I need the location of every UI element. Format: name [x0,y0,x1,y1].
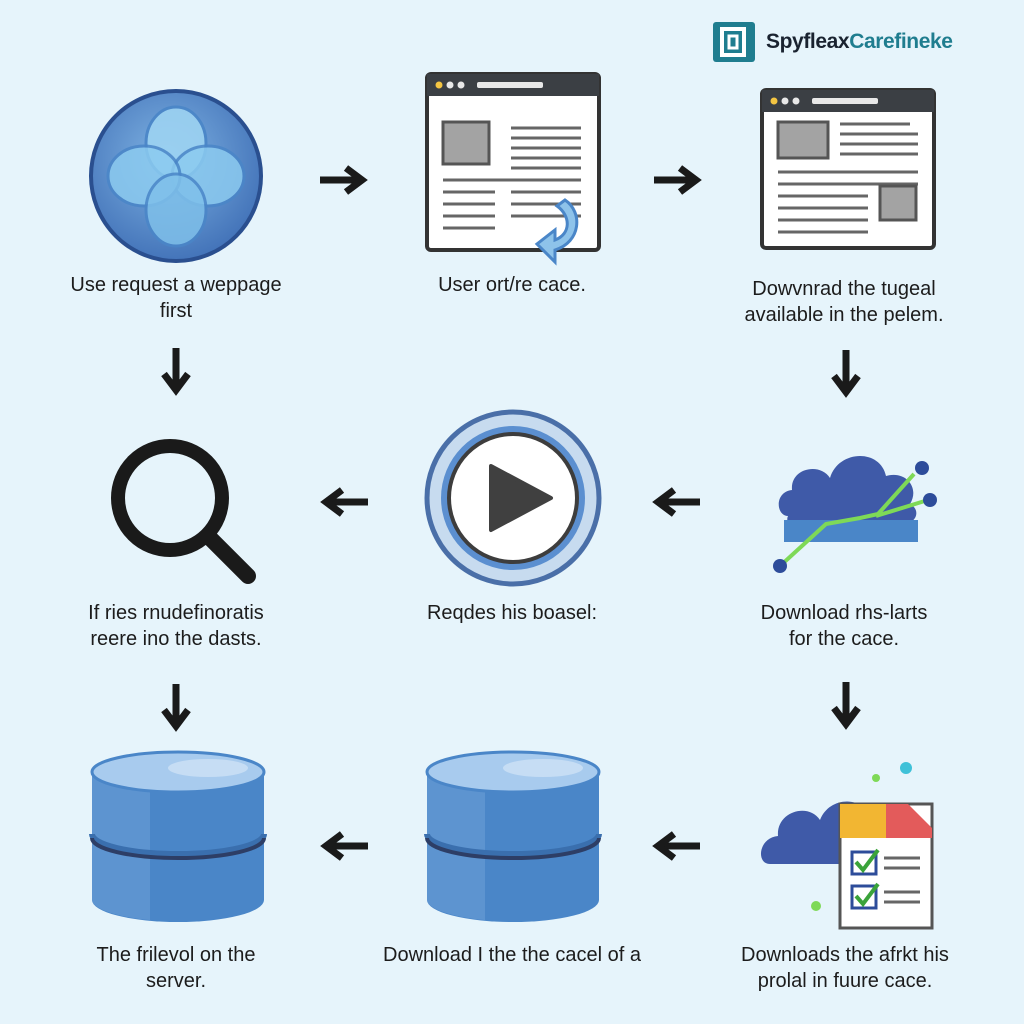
step-3-caption: Dowvnrad the tugeal available in the pel… [694,276,994,328]
caption-line: prolal in fuure cace. [757,970,933,992]
brand-name: SpyfleaxCarefineke [766,30,953,53]
step-7-caption: The frilevol on the server. [26,942,326,994]
arrow-left-icon [320,487,368,517]
browser-window-icon [425,72,601,266]
step-1-caption: Use request a weppage first [26,272,326,324]
database-icon [424,750,602,922]
step-5-caption: Reqdes his boasel: [362,600,662,626]
play-icon [424,409,602,587]
arrow-down-icon [831,350,861,398]
arrow-right-icon [320,165,368,195]
brand: SpyfleaxCarefineke [712,18,1012,66]
arrow-down-icon [161,348,191,396]
caption-line: Downloads the afrkt his [741,944,949,966]
arrow-left-icon [652,831,700,861]
step-4-caption: Download rhs-larts for the cace. [694,600,994,652]
arrow-right-icon [654,165,702,195]
caption-line: for the cace. [788,628,900,650]
caption-line: Dowvnrad the tugeal [752,278,936,300]
caption-line: server. [145,970,207,992]
caption-line: If ries rnudefinoratis [88,602,264,624]
caption-line: reere ino the dasts. [90,628,262,650]
browser-window-icon [760,88,936,250]
caption-line: Download I the the cacel of a [383,944,641,966]
cloud-checklist-icon [760,762,934,930]
caption-line: available in the pelem. [744,304,944,326]
document-book-icon [713,22,755,62]
step-6-caption: If ries rnudefinoratis reere ino the das… [26,600,326,652]
caption-line: User ort/re cace. [438,274,586,296]
step-2-caption: User ort/re cace. [362,272,662,298]
globe-icon [89,89,263,263]
caption-line: Use request a weppage [70,274,282,296]
step-8-caption: Download I the the cacel of a [352,942,672,968]
step-9-caption: Downloads the afrkt his prolal in fuure … [690,942,1000,994]
arrow-down-icon [831,682,861,730]
arrow-down-icon [161,684,191,732]
arrow-left-icon [652,487,700,517]
search-icon [111,439,256,584]
database-icon [89,750,267,922]
arrow-left-icon [320,831,368,861]
caption-line: The frilevol on the [96,944,256,966]
caption-line: Reqdes his boasel: [426,602,598,624]
caption-line: Download rhs-larts [760,602,928,624]
cloud-chart-icon [773,455,937,573]
caption-line: first [159,300,193,322]
